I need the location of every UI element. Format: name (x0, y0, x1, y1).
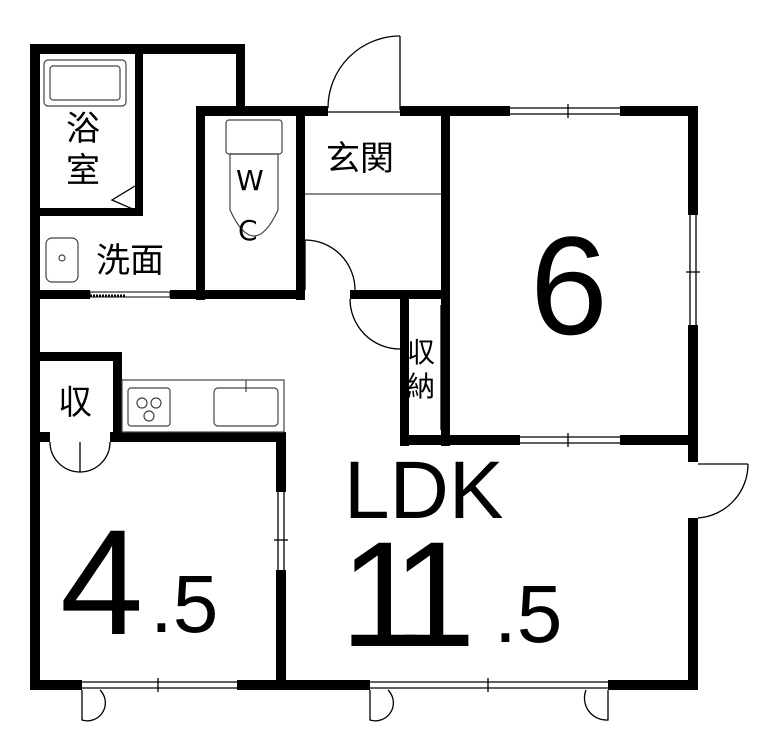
toilet-tank (225, 119, 283, 155)
doors (49, 35, 749, 722)
storage-label-2: 納 (407, 370, 435, 403)
closet-label: 収 (58, 383, 92, 423)
washroom-label: 洗面 (96, 241, 164, 281)
toilet-bowl (229, 153, 279, 237)
fixtures (43, 59, 441, 433)
bedroom-size-6: 6 (530, 207, 608, 364)
storage-label-1: 収 (407, 336, 435, 369)
ldk-size-dec: .5 (494, 569, 562, 660)
stove (127, 387, 171, 427)
ldk-size-int: 11 (340, 510, 469, 678)
western-size-int: 4 (60, 498, 143, 666)
ldk-label: LDK (344, 445, 504, 536)
entrance-label: 玄関 (326, 139, 394, 179)
kitchen-counter (121, 379, 285, 433)
bathroom-label-2: 室 (66, 151, 100, 191)
wc-label-c: C (238, 214, 258, 247)
kitchen-sink (213, 387, 279, 427)
washbasin (45, 237, 79, 283)
western-size-dec: .5 (150, 559, 218, 650)
windows (82, 104, 700, 692)
wc-label-w: W (236, 164, 264, 197)
bathroom-label-1: 浴 (66, 109, 100, 149)
walls (30, 44, 698, 690)
